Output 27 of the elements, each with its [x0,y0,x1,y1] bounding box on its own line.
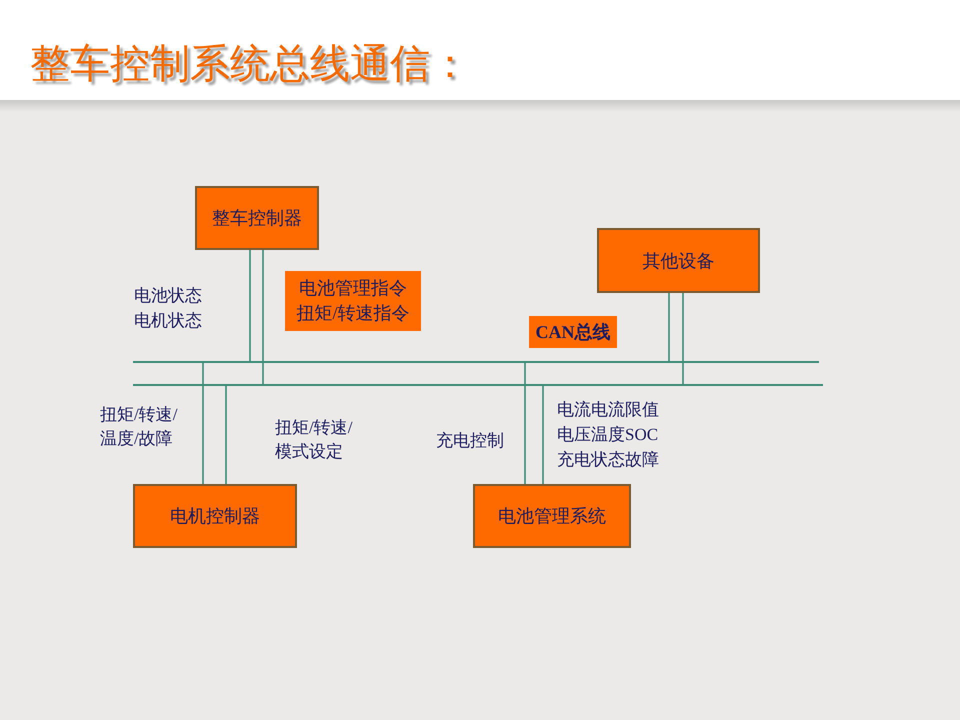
signal-label: 扭矩/转速/温度/故障 [100,404,178,450]
connector-line [249,250,251,361]
signal-label: 电池状态 [134,285,202,307]
controller-box: 电机控制器 [133,484,297,548]
connector-line [668,293,670,361]
signal-label: 充电状态故障 [557,449,659,471]
controller-box: 整车控制器 [195,186,319,250]
note-box [285,271,421,331]
device-box: 其他设备 [597,228,760,293]
box-text: 扭矩/转速指令 [296,302,410,325]
slide-title: 整车控制系统总线通信： [30,40,470,88]
connector-line [225,386,227,484]
box-text: 电池管理指令 [299,277,407,300]
signal-label: 电压温度SOC [557,424,658,446]
connector-line [262,250,264,384]
signal-label: 电机状态 [134,310,202,332]
signal-label: 扭矩/转速/模式设定 [275,417,354,463]
connector-line [682,293,684,384]
connector-line [524,363,526,484]
signal-label: 电流电流限值 [557,399,659,421]
signal-label: 充电控制 [436,430,504,452]
bus-line [133,361,819,363]
bus-line [133,384,823,386]
bus-name-box: CAN总线 [529,316,617,348]
connector-line [542,386,544,484]
connector-line [202,363,204,484]
system-box: 电池管理系统 [473,484,631,548]
